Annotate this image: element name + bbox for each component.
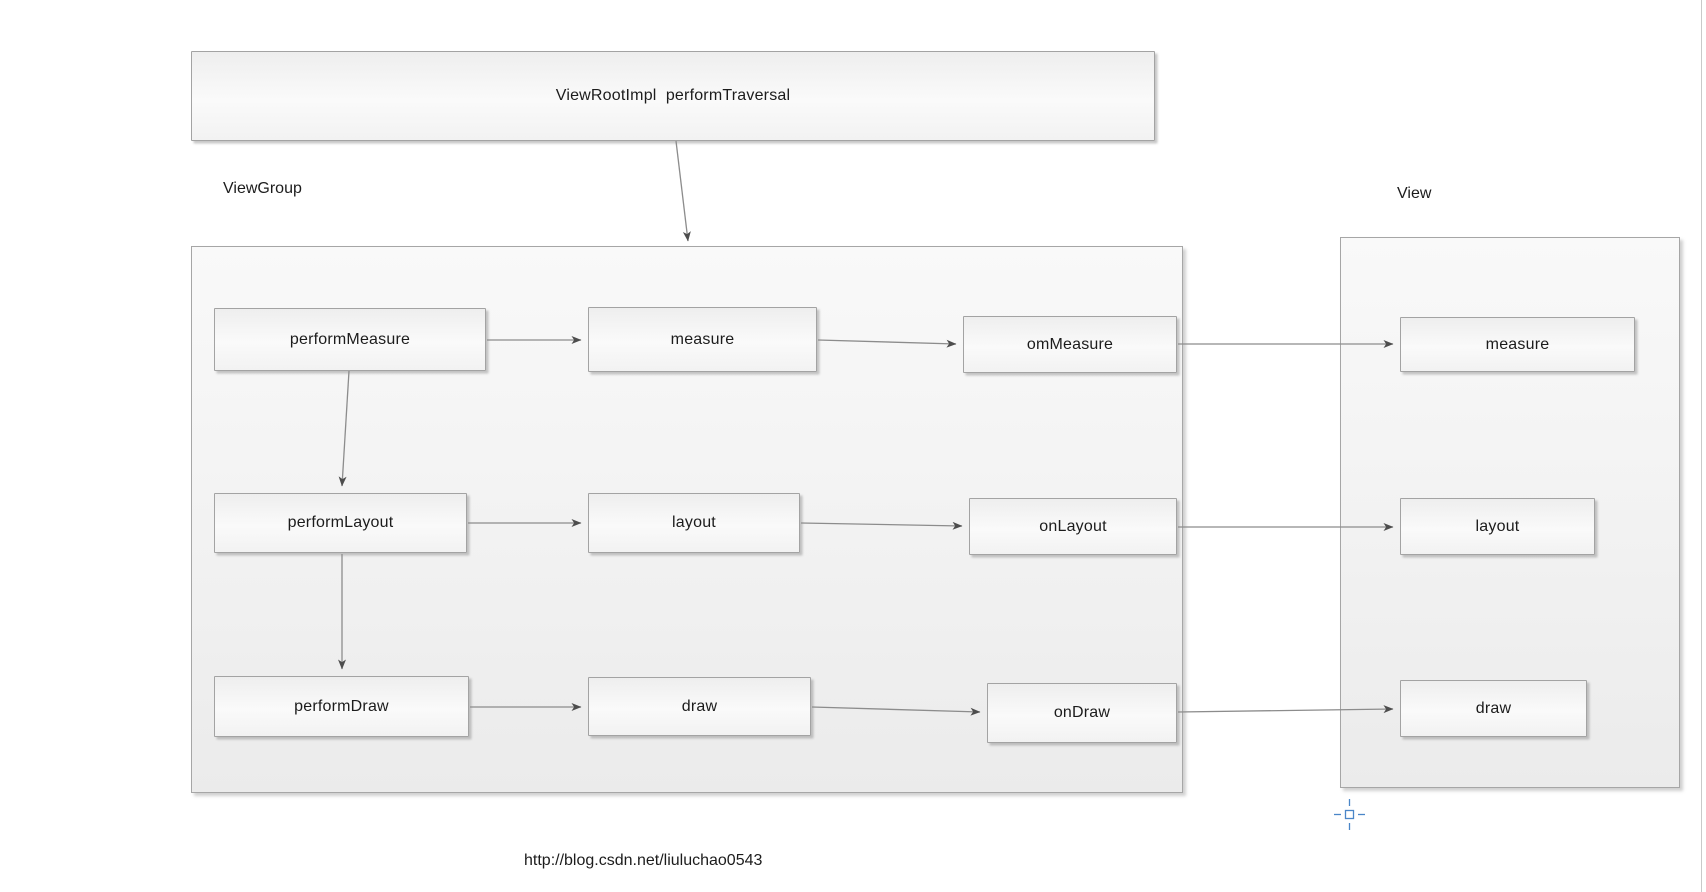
canvas-right-edge [1701, 0, 1702, 892]
view-node-measure[interactable]: measure [1400, 317, 1635, 372]
caption-blog-url: http://blog.csdn.net/liuluchao0543 [524, 852, 763, 869]
node-label: measure [1485, 335, 1550, 353]
node-label: layout [1475, 517, 1520, 535]
node-label: layout [672, 514, 716, 531]
node-label: onDraw [1053, 704, 1111, 721]
node-label: onLayout [1039, 517, 1107, 535]
node-ommeasure[interactable]: omMeasure [963, 316, 1177, 373]
node-draw[interactable]: draw [588, 677, 811, 736]
arrow-root-to-viewgroup [675, 140, 691, 242]
view-section-label: View [1397, 185, 1432, 202]
node-label: draw [681, 697, 718, 715]
node-label: ViewRootImpl performTraversal [555, 87, 791, 104]
viewgroup-section-label: ViewGroup [223, 180, 302, 197]
node-layout[interactable]: layout [588, 493, 800, 553]
node-label: measure [670, 330, 735, 348]
node-performmeasure[interactable]: performMeasure [214, 308, 486, 371]
node-label: performLayout [287, 514, 394, 531]
node-label: performMeasure [289, 330, 411, 348]
view-node-layout[interactable]: layout [1400, 498, 1595, 555]
node-onlayout[interactable]: onLayout [969, 498, 1177, 555]
node-label: omMeasure [1026, 335, 1114, 353]
crosshair-cursor-icon [1334, 799, 1365, 830]
node-ondraw[interactable]: onDraw [987, 683, 1177, 743]
node-viewrootimpl-performtraversal[interactable]: ViewRootImpl performTraversal [191, 51, 1155, 141]
node-performlayout[interactable]: performLayout [214, 493, 467, 553]
node-label: draw [1475, 699, 1512, 717]
node-measure[interactable]: measure [588, 307, 817, 372]
view-node-draw[interactable]: draw [1400, 680, 1587, 737]
node-performdraw[interactable]: performDraw [214, 676, 469, 737]
node-label: performDraw [294, 697, 389, 715]
